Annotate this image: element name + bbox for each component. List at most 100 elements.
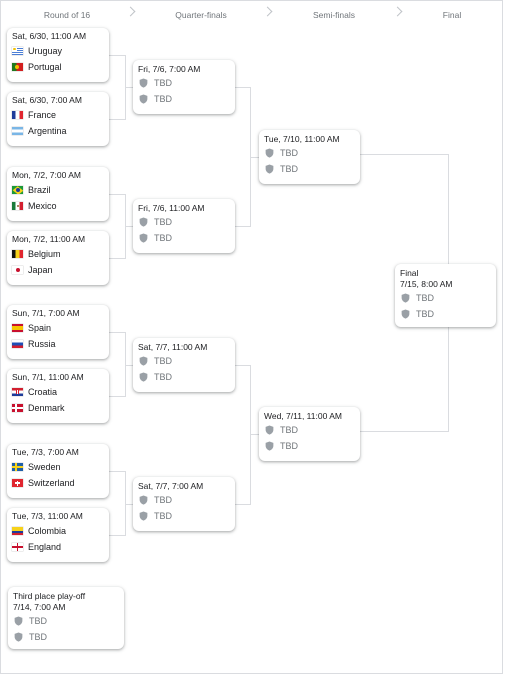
team-row: TBD: [264, 422, 355, 438]
france-flag-icon: [12, 111, 23, 119]
team-name: Brazil: [28, 185, 51, 195]
team-row: Switzerland: [12, 475, 104, 491]
shield-icon: [401, 293, 410, 303]
team-name: TBD: [29, 632, 47, 642]
match-card-semi-final[interactable]: Tue, 7/10, 11:00 AM TBD TBD: [259, 130, 360, 184]
connector-line: [125, 365, 133, 366]
team-row: TBD: [400, 306, 491, 322]
match-date: Sat, 6/30, 11:00 AM: [12, 31, 87, 41]
shield-icon: [265, 164, 274, 174]
team-row: Croatia: [12, 384, 104, 400]
match-date: Sun, 7/1, 11:00 AM: [12, 372, 84, 382]
team-row: Mexico: [12, 198, 104, 214]
shield-icon: [139, 78, 148, 88]
team-row: Belgium: [12, 246, 104, 262]
connector-line: [250, 365, 251, 505]
shield-icon: [265, 441, 274, 451]
connector-line: [109, 119, 125, 120]
connector-line: [250, 157, 259, 158]
connector-line: [448, 154, 449, 264]
portugal-flag-icon: [12, 63, 23, 71]
connector-line: [250, 434, 259, 435]
match-date: Mon, 7/2, 11:00 AM: [12, 234, 86, 244]
connector-line: [235, 504, 250, 505]
shield-icon: [14, 616, 23, 626]
connector-line: [109, 194, 125, 195]
connector-line: [125, 226, 133, 227]
shield-icon: [139, 511, 148, 521]
team-row: TBD: [138, 91, 230, 107]
team-row: Spain: [12, 320, 104, 336]
match-card-semi-final[interactable]: Wed, 7/11, 11:00 AM TBD TBD: [259, 407, 360, 461]
team-row: Colombia: [12, 523, 104, 539]
team-name: Uruguay: [28, 46, 63, 56]
team-name: TBD: [154, 356, 172, 366]
shield-icon: [139, 372, 148, 382]
team-name: TBD: [154, 372, 172, 382]
team-row: TBD: [138, 214, 230, 230]
team-row: Portugal: [12, 59, 104, 75]
shield-icon: [139, 217, 148, 227]
team-name: TBD: [280, 425, 298, 435]
match-date: Fri, 7/6, 11:00 AM: [138, 203, 205, 213]
team-row: TBD: [138, 353, 230, 369]
match-date: Tue, 7/10, 11:00 AM: [264, 134, 340, 144]
connector-line: [109, 332, 125, 333]
team-row: TBD: [138, 75, 230, 91]
team-name: Mexico: [28, 201, 57, 211]
team-name: Japan: [28, 265, 53, 275]
match-date: Sat, 7/7, 11:00 AM: [138, 342, 208, 352]
team-name: TBD: [280, 164, 298, 174]
header-semi-finals: Semi-finals: [312, 10, 356, 20]
connector-line: [109, 258, 125, 259]
sweden-flag-icon: [12, 463, 23, 471]
connector-line: [109, 471, 125, 472]
team-row: France: [12, 107, 104, 123]
connector-line: [448, 327, 449, 432]
match-date: Tue, 7/3, 7:00 AM: [12, 447, 79, 457]
shield-icon: [401, 309, 410, 319]
team-row: Russia: [12, 336, 104, 352]
team-name: TBD: [154, 511, 172, 521]
match-date: Wed, 7/11, 11:00 AM: [264, 411, 342, 421]
shield-icon: [265, 425, 274, 435]
match-date: Fri, 7/6, 7:00 AM: [138, 64, 201, 74]
connector-line: [109, 396, 125, 397]
team-name: Switzerland: [28, 478, 75, 488]
team-name: TBD: [280, 148, 298, 158]
match-date: Sat, 6/30, 7:00 AM: [12, 95, 82, 105]
match-date: Mon, 7/2, 7:00 AM: [12, 170, 81, 180]
team-name: TBD: [416, 309, 434, 319]
team-name: Argentina: [28, 126, 67, 136]
mexico-flag-icon: [12, 202, 23, 210]
russia-flag-icon: [12, 340, 23, 348]
team-name: TBD: [280, 441, 298, 451]
team-row: Uruguay: [12, 43, 104, 59]
match-date: 7/14, 7:00 AM: [13, 602, 66, 612]
team-row: Sweden: [12, 459, 104, 475]
team-name: Denmark: [28, 403, 65, 413]
match-card-quarter-final[interactable]: Sat, 7/7, 11:00 AM TBD TBD: [133, 338, 235, 392]
connector-line: [109, 55, 125, 56]
uruguay-flag-icon: [12, 47, 23, 55]
team-name: Sweden: [28, 462, 61, 472]
belgium-flag-icon: [12, 250, 23, 258]
connector-line: [235, 365, 250, 366]
switzerland-flag-icon: [12, 479, 23, 487]
team-name: France: [28, 110, 57, 120]
team-row: TBD: [138, 492, 230, 508]
connector-line: [125, 504, 133, 505]
